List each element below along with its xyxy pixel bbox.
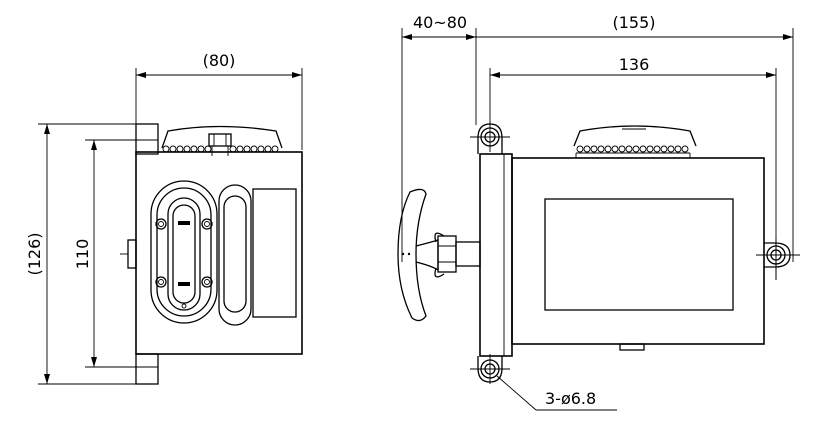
front-view: (80) (126) 110 xyxy=(25,51,303,385)
front-top-cap xyxy=(161,125,283,149)
front-center-oval xyxy=(218,184,252,326)
side-handle xyxy=(397,188,481,322)
side-view: 40~80 (155) 136 xyxy=(397,13,800,411)
side-overall-length-dimension: (155) xyxy=(476,13,794,262)
front-cable-glands xyxy=(162,145,279,153)
side-handle-dimension: 40~80 xyxy=(401,13,477,262)
front-mount-height-label: 110 xyxy=(73,239,92,270)
side-top-mount-ear xyxy=(470,122,510,154)
front-mount-height-dimension: 110 xyxy=(73,139,158,368)
side-housing xyxy=(511,157,765,345)
side-right-mount-ear xyxy=(756,238,800,280)
front-cap-nut xyxy=(208,133,232,147)
side-front-flange xyxy=(479,153,513,357)
side-hole-callout-label: 3-ø6.8 xyxy=(545,389,596,408)
side-hole-callout: 3-ø6.8 xyxy=(496,375,617,411)
front-width-label: (80) xyxy=(203,51,236,70)
front-bottom-mount-tab xyxy=(135,353,159,385)
side-bottom-mount-ear xyxy=(470,354,510,384)
side-overall-length-label: (155) xyxy=(612,13,655,32)
front-width-dimension: (80) xyxy=(135,51,303,150)
front-side-boss xyxy=(127,239,137,269)
front-window-bolts xyxy=(155,218,213,288)
front-top-mount-tab xyxy=(135,123,159,155)
side-nameplate xyxy=(544,198,734,311)
side-handle-label: 40~80 xyxy=(413,13,467,32)
front-handle-window xyxy=(150,180,218,324)
front-overall-height-label: (126) xyxy=(25,232,44,275)
side-bottom-boss xyxy=(619,343,645,351)
side-cable-glands xyxy=(575,145,691,158)
front-nameplate-panel xyxy=(252,188,297,318)
side-top-cap xyxy=(573,125,697,147)
side-mount-length-label: 136 xyxy=(619,55,650,74)
